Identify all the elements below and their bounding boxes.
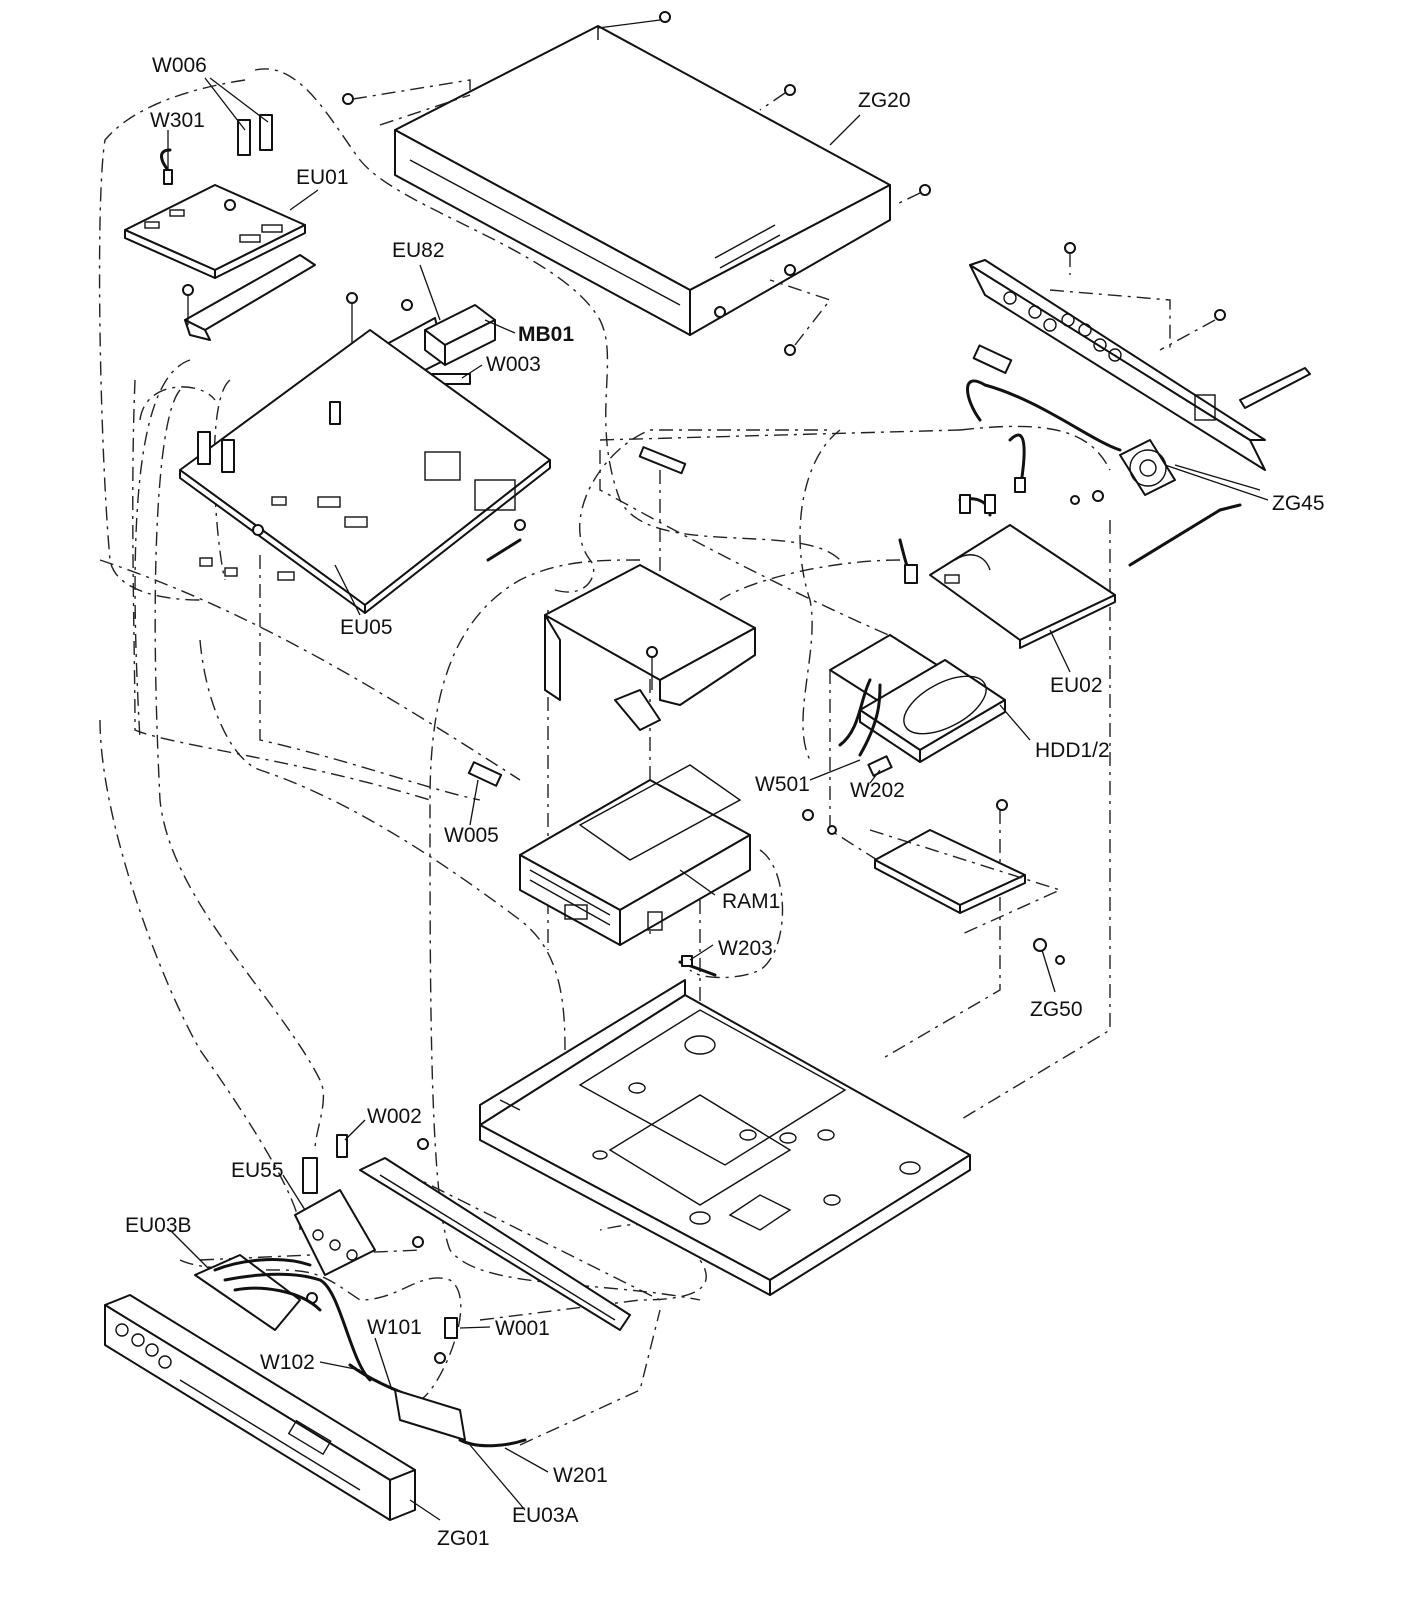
label-w006: W006 bbox=[152, 54, 207, 77]
label-w003: W003 bbox=[486, 353, 541, 376]
sub-board bbox=[802, 799, 1065, 965]
leader-lines bbox=[167, 77, 1269, 1521]
rear-panel bbox=[969, 242, 1311, 471]
board-eu01 bbox=[124, 114, 316, 341]
connectors bbox=[444, 446, 717, 1339]
hard-disk-hdd bbox=[829, 634, 1006, 901]
label-w301: W301 bbox=[150, 109, 205, 132]
label-w001: W001 bbox=[495, 1317, 550, 1340]
label-zg45: ZG45 bbox=[1272, 492, 1325, 515]
label-zg50: ZG50 bbox=[1030, 998, 1083, 1021]
label-w201: W201 bbox=[553, 1464, 608, 1487]
board-eu02 bbox=[898, 477, 1116, 649]
label-w102: W102 bbox=[260, 1351, 315, 1374]
label-eu03a: EU03A bbox=[512, 1504, 579, 1527]
drive-bracket bbox=[544, 564, 756, 731]
label-eu05: EU05 bbox=[340, 616, 393, 639]
label-w203: W203 bbox=[718, 937, 773, 960]
front-rail bbox=[306, 1138, 631, 1364]
part-labels: W006 W301 EU01 EU82 MB01 W003 ZG20 ZG45 … bbox=[125, 54, 1325, 1550]
label-zg20: ZG20 bbox=[858, 89, 911, 112]
label-w501: W501 bbox=[755, 773, 810, 796]
label-eu01: EU01 bbox=[296, 166, 349, 189]
label-eu82: EU82 bbox=[392, 239, 445, 262]
front-panel-zg01 bbox=[104, 1294, 527, 1521]
label-eu03b: EU03B bbox=[125, 1214, 192, 1237]
main-chassis bbox=[479, 979, 971, 1296]
top-cover-zg20 bbox=[394, 25, 891, 336]
board-eu55 bbox=[294, 1134, 376, 1276]
label-mb01: MB01 bbox=[518, 323, 574, 346]
board-eu03b bbox=[194, 1254, 422, 1402]
label-eu55: EU55 bbox=[231, 1159, 284, 1182]
dvd-ram-drive-ram1 bbox=[519, 764, 751, 946]
label-hdd: HDD1/2 bbox=[1035, 739, 1110, 762]
label-ram1: RAM1 bbox=[722, 890, 780, 913]
label-eu02: EU02 bbox=[1050, 674, 1103, 697]
label-w202: W202 bbox=[850, 779, 905, 802]
board-eu05 bbox=[179, 329, 551, 614]
label-w005: W005 bbox=[444, 824, 499, 847]
label-w002: W002 bbox=[367, 1105, 422, 1128]
fan-zg45 bbox=[966, 344, 1261, 567]
label-zg01: ZG01 bbox=[437, 1527, 490, 1550]
screws-top bbox=[342, 11, 931, 356]
label-w101: W101 bbox=[367, 1316, 422, 1339]
